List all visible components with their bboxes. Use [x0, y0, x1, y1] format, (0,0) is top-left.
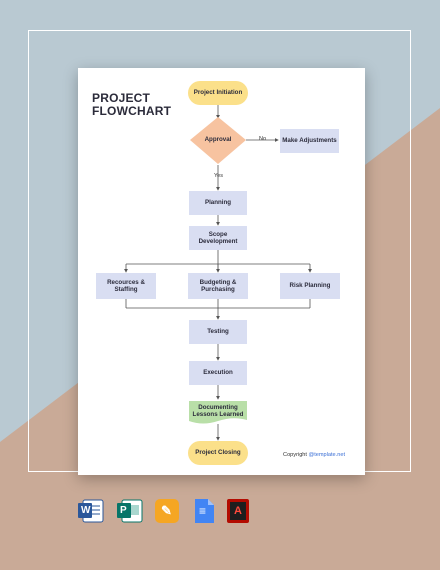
node-planning: Planning — [189, 191, 247, 215]
publisher-icon[interactable]: P — [116, 497, 144, 525]
node-make-adjustments: Make Adjustments — [280, 129, 339, 153]
word-icon[interactable]: W — [77, 497, 105, 525]
edge-label-yes: Yes — [214, 173, 223, 179]
google-docs-icon[interactable]: ≡ — [190, 497, 218, 525]
page-title: PROJECT FLOWCHART — [92, 91, 172, 118]
node-testing: Testing — [189, 320, 247, 344]
node-resources-staffing: Recources & Staffing — [96, 273, 156, 299]
node-scope-development: Scope Development — [189, 226, 247, 250]
node-project-initiation: Project Initiation — [188, 81, 248, 105]
document-sheet: PROJECT FLOWCHART — [78, 68, 365, 475]
connector-lines — [124, 105, 312, 441]
copyright-text: Copyright @template.net — [283, 452, 345, 458]
pdf-icon[interactable]: A — [224, 497, 252, 525]
edge-label-no: No — [259, 136, 267, 142]
lessons-doc-shape — [189, 401, 247, 424]
node-risk-planning: Risk Planning — [280, 273, 340, 299]
node-project-closing: Project Closing — [188, 441, 248, 465]
copyright-brand: @template.net — [308, 452, 345, 458]
node-budgeting-purchasing: Budgeting & Purchasing — [188, 273, 248, 299]
pages-icon[interactable]: ✎ — [153, 497, 181, 525]
node-execution: Execution — [189, 361, 247, 385]
node-documenting-lessons: Documenting Lessons Learned — [192, 403, 244, 419]
approval-diamond — [190, 117, 246, 164]
node-approval: Approval — [204, 136, 232, 144]
